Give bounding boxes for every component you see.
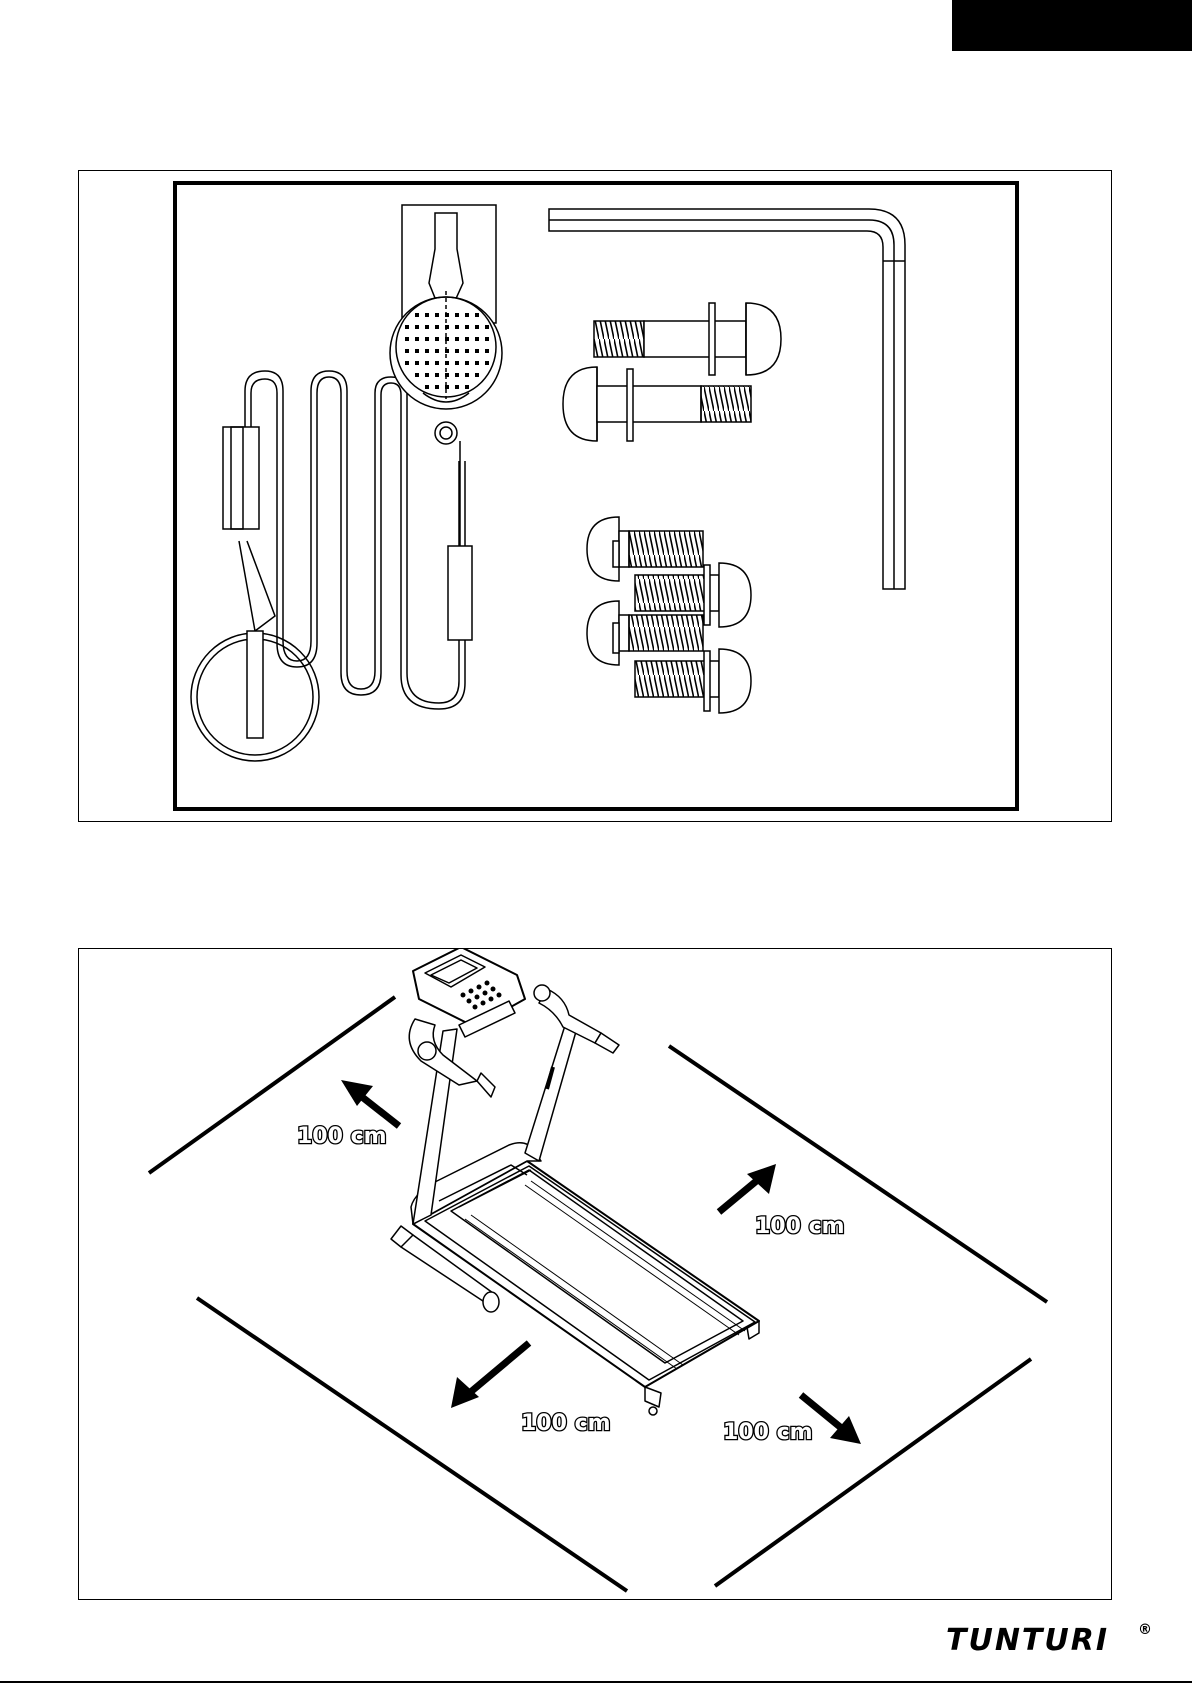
label-front: 100 cm (521, 1411, 611, 1436)
registered-mark: ® (1138, 1622, 1152, 1638)
long-bolts (563, 303, 781, 441)
label-back-left: 100 cm (297, 1124, 387, 1149)
treadmill-illustration (391, 949, 759, 1415)
brand-text: TUNTURI (946, 1623, 1109, 1658)
tunturi-logo: TUNTURI ® (946, 1618, 1156, 1658)
footer-rule (0, 1681, 1192, 1683)
clearance-illustration: 100 cm 100 cm 100 cm 100 cm (79, 949, 1113, 1601)
parts-panel (78, 170, 1112, 822)
parts-illustration (79, 171, 1113, 823)
clearance-panel: 100 cm 100 cm 100 cm 100 cm (78, 948, 1112, 1600)
short-bolts (587, 517, 751, 713)
section-tab (952, 0, 1192, 51)
arrow-right-icon (719, 1164, 776, 1212)
label-right: 100 cm (755, 1214, 845, 1239)
arrow-back-left-icon (341, 1080, 399, 1126)
safety-key-cord (191, 371, 472, 761)
label-front-right: 100 cm (723, 1420, 813, 1445)
arrow-front-icon (451, 1343, 529, 1408)
